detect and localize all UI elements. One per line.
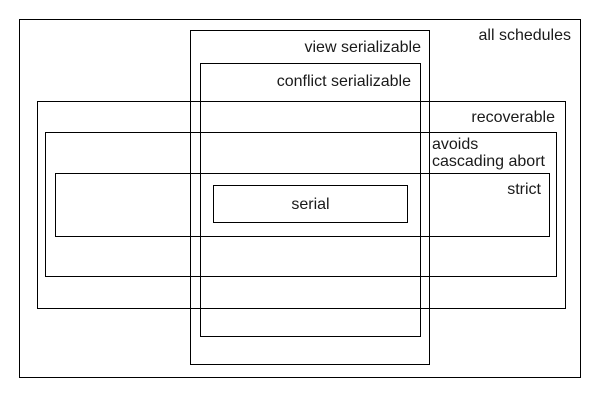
set-avoids-cascading-abort: avoids cascading abort xyxy=(45,132,557,277)
set-strict: strict xyxy=(55,173,550,237)
label-recoverable: recoverable xyxy=(471,109,555,126)
label-view-serializable: view serializable xyxy=(304,39,422,56)
set-serial: serial xyxy=(213,185,408,223)
set-all-schedules: all schedules xyxy=(19,19,581,378)
label-conflict-serializable: conflict serializable xyxy=(276,73,411,90)
label-serial: serial xyxy=(291,195,330,213)
set-recoverable: recoverable xyxy=(37,101,566,309)
label-all-schedules: all schedules xyxy=(478,27,572,44)
set-view-serializable: view serializable xyxy=(190,30,430,365)
label-avoids-cascading-abort: avoids cascading abort xyxy=(432,136,545,170)
set-conflict-serializable: conflict serializable xyxy=(200,63,421,337)
label-strict: strict xyxy=(507,181,541,198)
